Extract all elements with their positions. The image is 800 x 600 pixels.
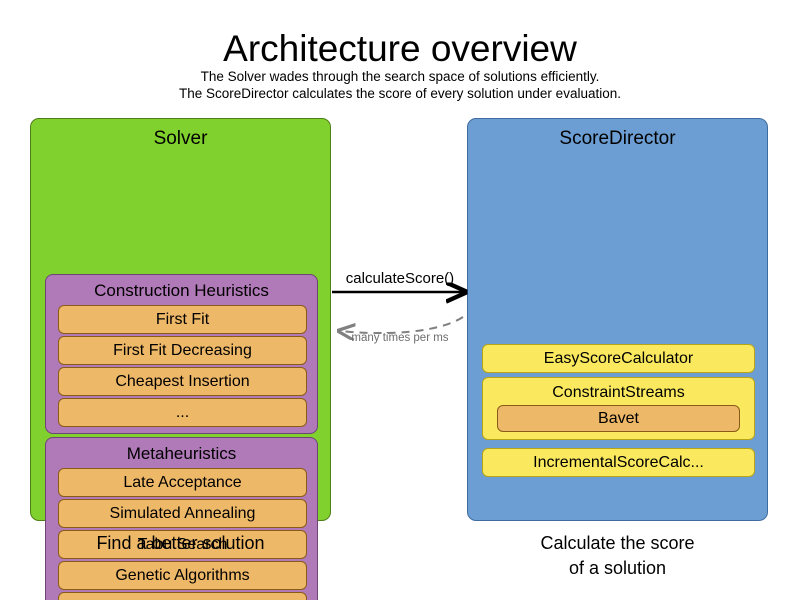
caption-score-director: Calculate the score of a solution <box>467 531 768 581</box>
group-title: Metaheuristics <box>126 444 237 463</box>
page-title: Architecture overview <box>223 28 577 69</box>
caption-line-1: Calculate the score <box>540 533 695 553</box>
list-item[interactable]: Tabu Search <box>58 530 307 559</box>
page-subtitle: The Solver wades through the search spac… <box>0 68 800 102</box>
solver-panel: Solver Construction Heuristics First Fit… <box>30 118 331 600</box>
group-metaheuristics: Metaheuristics Late Acceptance Simulated… <box>45 437 318 600</box>
list-item[interactable]: ... <box>58 398 307 427</box>
list-item[interactable]: Late Acceptance <box>58 468 307 497</box>
list-item[interactable]: First Fit Decreasing <box>58 336 307 365</box>
list-item-label: ConstraintStreams <box>552 384 685 401</box>
score-director-panel: ScoreDirector EasyScoreCalculator Constr… <box>467 118 768 521</box>
list-item-constraint-streams[interactable]: ConstraintStreams Bavet <box>482 377 755 440</box>
group-construction-heuristics: Construction Heuristics First Fit First … <box>45 274 318 434</box>
arrow-label-calculate-score: calculateScore() <box>345 270 455 287</box>
subtitle-line-2: The ScoreDirector calculates the score o… <box>179 86 621 101</box>
score-director-panel-title: ScoreDirector <box>559 128 676 149</box>
list-item-bavet[interactable]: Bavet <box>497 405 740 432</box>
list-item[interactable]: ... <box>58 592 307 600</box>
list-item-incremental-score-calculator[interactable]: IncrementalScoreCalc... <box>482 448 755 477</box>
subtitle-line-1: The Solver wades through the search spac… <box>200 69 600 84</box>
arrow-label-many-times-per-ms: many times per ms <box>351 332 449 344</box>
list-item[interactable]: Simulated Annealing <box>58 499 307 528</box>
solver-panel-title: Solver <box>153 128 208 149</box>
caption-line-2: of a solution <box>568 558 667 578</box>
list-item[interactable]: Cheapest Insertion <box>58 367 307 396</box>
group-title: Construction Heuristics <box>94 281 269 300</box>
list-item[interactable]: First Fit <box>58 305 307 334</box>
list-item-easy-score-calculator[interactable]: EasyScoreCalculator <box>482 344 755 373</box>
list-item[interactable]: Genetic Algorithms <box>58 561 307 590</box>
caption-solver: Find a better solution <box>96 533 265 553</box>
